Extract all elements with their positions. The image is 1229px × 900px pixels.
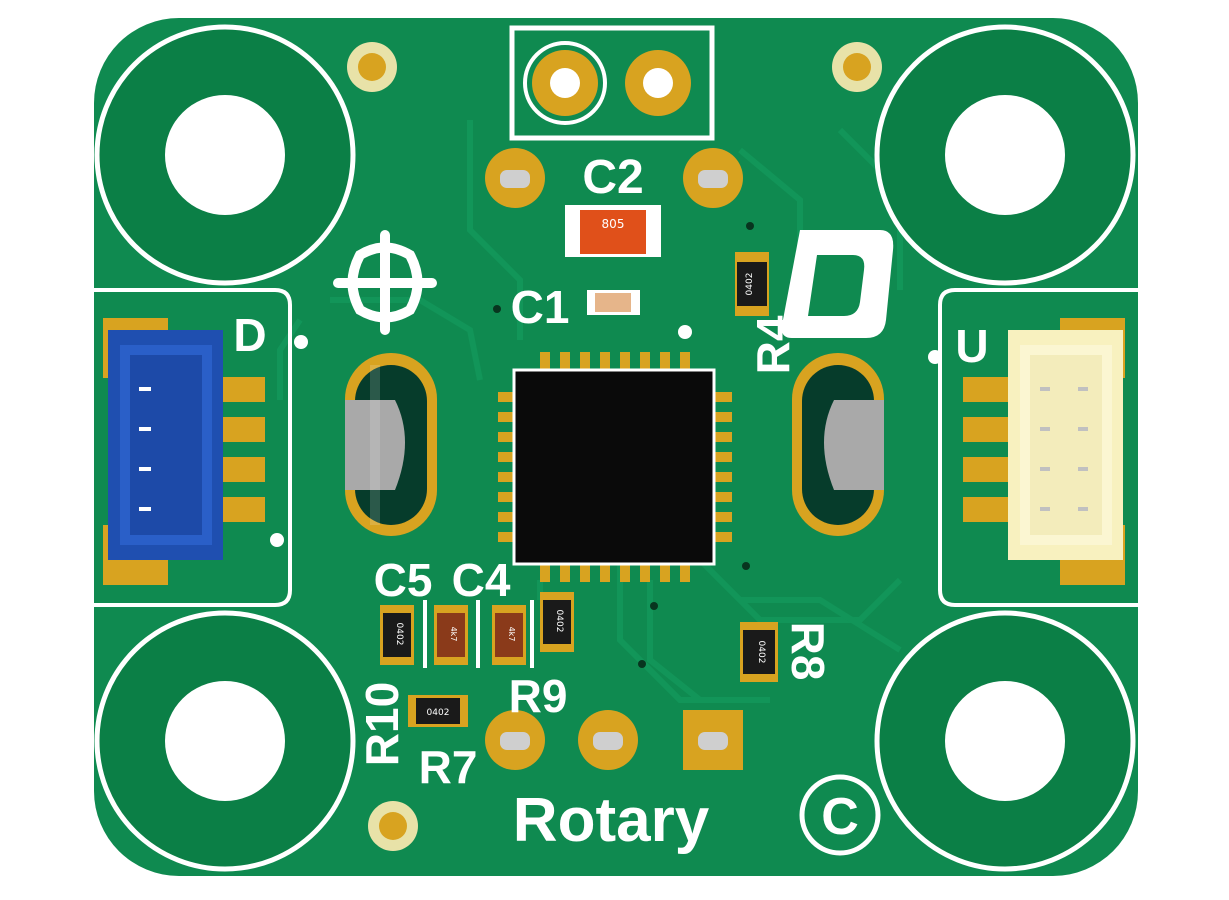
ic-chip [498,352,732,582]
label-port-up: U [955,320,988,372]
resistor-r10: 0402 [380,605,414,665]
encoder-slot-left [345,353,437,536]
resistor-r9: 0402 [540,592,574,652]
r8-package-label: 0402 [756,641,766,664]
connector-down-outline [94,288,292,607]
label-r8: R8 [782,622,834,681]
resistor-r4: 0402 [735,252,769,316]
c2-tht-pads [485,148,743,208]
mounting-hole-bottom-right [874,610,1136,872]
mounting-hole-bottom-left [94,610,356,872]
copyright-symbol: C [821,788,859,846]
encoder-slot-right [792,353,884,536]
connector-up [1008,330,1123,560]
cross-logo-icon [333,230,437,335]
label-r10: R10 [356,682,408,766]
header-2pin [509,25,715,141]
c2-package-label: 805 [602,217,625,231]
label-r4: R4 [747,315,799,374]
header-3pin [485,710,743,770]
board-title: Rotary [513,786,710,855]
label-r9: R9 [509,670,568,722]
connector-up-outline [938,288,1138,607]
label-c1: C1 [511,281,570,333]
label-port-down: D [233,309,266,361]
label-r7: R7 [419,741,478,793]
capacitor-c1 [587,290,640,315]
resistor-r7: 0402 [408,695,468,727]
label-c2: C2 [582,151,643,204]
c5-package-label: 4k7 [449,627,458,642]
brand-logo-icon [781,230,894,338]
capacitor-c5: 4k7 [434,605,468,665]
c4-package-label: 4k7 [507,627,516,642]
label-c5: C5 [374,554,433,606]
r9-package-label: 0402 [554,610,564,633]
silk-dividers [423,600,534,668]
copyright-mark [799,774,881,856]
vias [493,222,754,668]
mounting-hole-top-left [94,24,356,286]
capacitor-c4: 4k7 [492,605,526,665]
r4-package-label: 0402 [745,273,755,296]
r7-package-label: 0402 [427,708,450,718]
connector-down [108,330,223,560]
fiducial-pads [347,42,882,851]
label-c4: C4 [452,554,511,606]
resistor-r8: 0402 [740,622,778,682]
mounting-hole-top-right [874,24,1136,286]
capacitor-c2: 805 [565,205,661,257]
r10-package-label: 0402 [394,623,404,646]
